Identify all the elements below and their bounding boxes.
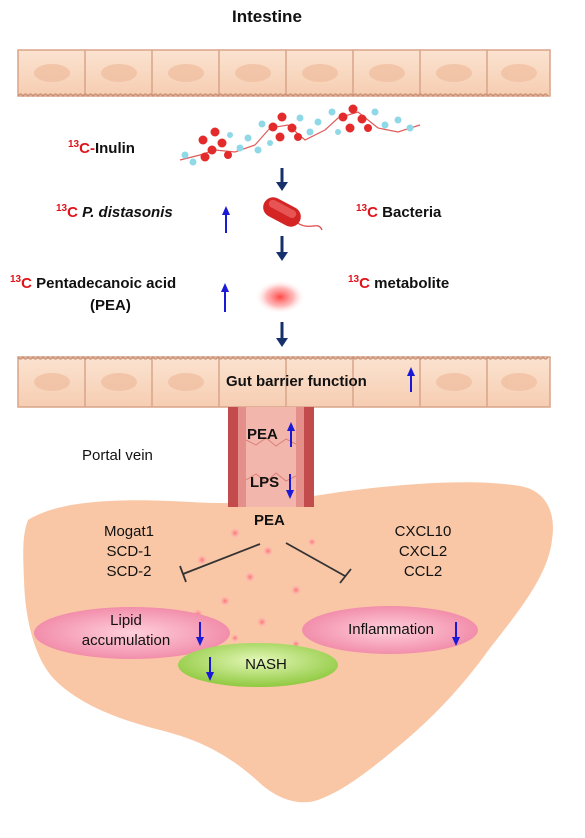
gene-cxcl2: CXCL2 [398,543,448,560]
inflammation-ellipse [302,606,478,654]
pentadecanoic-acid-label: 13C Pentadecanoic acid [10,274,177,293]
metabolite-glow [255,280,305,314]
inflammation-label: Inflammation [348,621,434,638]
pea-dots [193,528,316,648]
lipid-accumulation-label: Lipid accumulation [56,611,196,651]
top-epithelium [17,49,551,98]
p-distasonis-label: 13C P. distasonis [56,203,173,222]
inulin-molecules [179,104,421,166]
lipid-line-2: accumulation [81,632,171,649]
gene-cxcl10: CXCL10 [394,523,452,540]
flow-arrows [276,168,288,347]
vein-pea-label: PEA [247,426,278,443]
portal-vein [228,407,314,507]
liver-shape [23,482,553,803]
portal-vein-label: Portal vein [82,447,153,464]
lipid-line-1: Lipid [110,612,142,629]
lipid-accumulation-ellipse [34,607,230,659]
diagram-title: Intestine [232,7,302,26]
bottom-epithelium [17,355,551,408]
increase-arrows [221,206,230,312]
bacteria-label: 13C Bacteria [356,203,442,222]
gene-scd2: SCD-2 [106,563,152,580]
gene-mogat1: Mogat1 [103,523,155,540]
inhibition-arrows [179,542,352,584]
liver-pea-label: PEA [254,512,285,529]
gut-barrier-label: Gut barrier function [226,373,367,390]
vein-lps-label: LPS [250,474,280,491]
pea-abbr-label: (PEA) [90,297,131,314]
gene-scd1: SCD-1 [106,543,152,560]
nash-label: NASH [245,656,287,673]
gene-ccl2: CCL2 [403,563,443,580]
inflammation-genes: CXCL10 CXCL2 CCL2 [378,522,468,582]
inulin-label: 13C-Inulin [68,139,135,158]
nash-ellipse [178,643,338,687]
metabolite-label: 13C metabolite [348,274,450,293]
bacterium-icon [263,197,323,231]
lipid-genes: Mogat1 SCD-1 SCD-2 [84,522,174,582]
decrease-arrows [196,622,460,681]
